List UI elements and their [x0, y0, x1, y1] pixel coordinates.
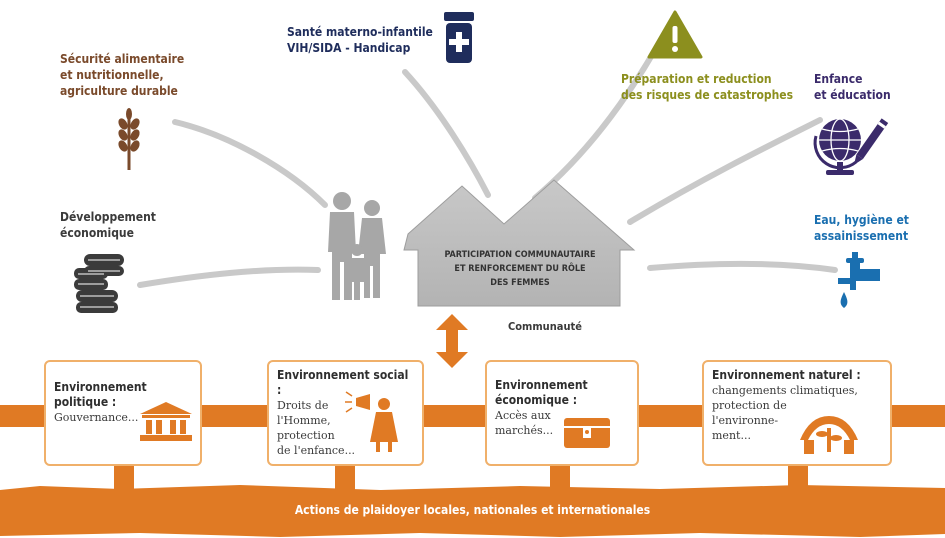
community-label: Communauté [508, 320, 582, 333]
theme-childhood-education: Enfance et éducation [814, 72, 891, 102]
connector-economic [137, 266, 321, 288]
government-building-icon [140, 402, 192, 441]
env-box-economic: Environnement économique : Accès aux mar… [485, 360, 639, 466]
nature-hands-icon [800, 416, 858, 454]
connector-water [647, 260, 838, 273]
globe-pencil-icon [813, 118, 889, 175]
warning-triangle-icon [647, 10, 703, 59]
coins-stack-icon [74, 254, 124, 313]
env-economic-title: Environnement économique : [495, 378, 588, 407]
theme-disaster-risk: Préparation et reduction des risques de … [621, 72, 794, 102]
family-silhouette-icon [328, 192, 386, 300]
env-natural-text: changements climatiques, protection de l… [712, 384, 858, 442]
medicine-bottle-icon [444, 12, 474, 63]
env-box-natural: Environnement naturel : changements clim… [702, 360, 892, 466]
env-social-text: Droits de l'Homme, protection de l'enfan… [277, 399, 356, 457]
water-tap-icon [838, 252, 880, 308]
theme-economic-development: Développement économique [60, 210, 156, 240]
theme-food-security: Sécurité alimentaire et nutritionnelle, … [60, 52, 185, 98]
env-economic-text: Accès aux marchés... [495, 409, 554, 437]
theme-maternal-health-line2: VIH/SIDA - Handicap [287, 41, 411, 55]
wheat-icon [118, 108, 140, 170]
env-natural-title: Environnement naturel : [712, 368, 861, 382]
double-arrow-icon [436, 314, 468, 368]
megaphone-woman-icon [345, 391, 398, 452]
theme-maternal-health-line1: Santé materno-infantile [287, 25, 433, 39]
connector-childhood [627, 117, 823, 225]
hub-title: PARTICIPATION COMMUNAUTAIRE ET RENFORCEM… [444, 250, 596, 288]
env-social-title: Environnement social : [277, 368, 409, 397]
env-political-title: Environnement politique : [54, 380, 147, 409]
market-chest-icon [564, 418, 610, 448]
env-political-text: Gouvernance... [54, 411, 139, 424]
connector-food-security [172, 119, 328, 208]
theme-water-sanitation: Eau, hygiène et assainissement [814, 213, 909, 243]
env-box-social: Environnement social : Droits de l'Homme… [267, 360, 424, 466]
connector-maternal-health [402, 69, 491, 198]
advocacy-label: Actions de plaidoyer locales, nationales… [294, 503, 651, 517]
house-icon [403, 179, 636, 307]
